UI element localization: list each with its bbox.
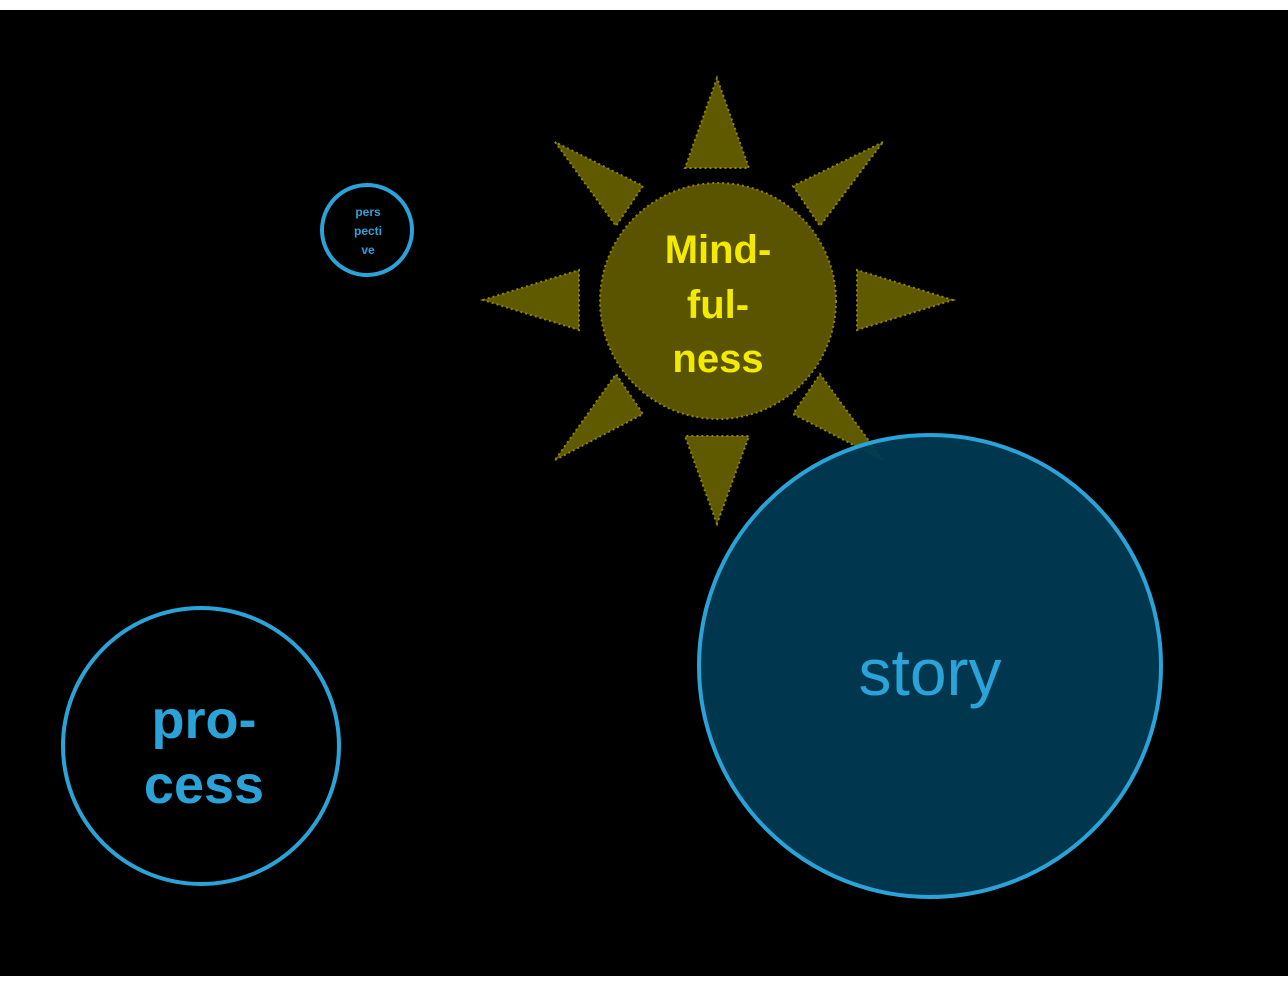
sun-ray-bottom [683, 435, 751, 527]
process-label: pro- cess [144, 690, 264, 815]
mindfulness-circle [599, 182, 837, 420]
sun-ray-top [683, 75, 751, 169]
sun-ray-left [479, 268, 580, 332]
mindfulness-label-line-2: ful- [687, 283, 749, 327]
sun-ray-bottom-right [791, 372, 884, 461]
mindfulness-label: Mind- ful- ness [665, 228, 772, 381]
process-circle [61, 606, 341, 886]
sun-ray-bottom-left [554, 372, 645, 461]
perspective-circle [320, 183, 414, 277]
story-circle [697, 433, 1163, 899]
perspective-label-line-2: pecti [354, 224, 382, 238]
sun-rays [479, 75, 957, 527]
perspective-label-line-1: pers [355, 205, 381, 219]
sun-ray-top-right [791, 141, 884, 228]
story-label-line-1: story [858, 635, 1001, 709]
process-label-line-1: pro- [152, 690, 257, 750]
perspective-label-line-3: ve [361, 243, 375, 257]
background-panel [0, 10, 1288, 976]
story-label: story [858, 635, 1001, 709]
sun-ray-top-left [554, 141, 645, 228]
sun-ray-right [856, 268, 957, 332]
process-label-line-2: cess [144, 755, 264, 815]
mindfulness-label-line-3: ness [672, 337, 763, 381]
mindfulness-label-line-1: Mind- [665, 228, 772, 272]
perspective-label: pers pecti ve [354, 205, 382, 257]
